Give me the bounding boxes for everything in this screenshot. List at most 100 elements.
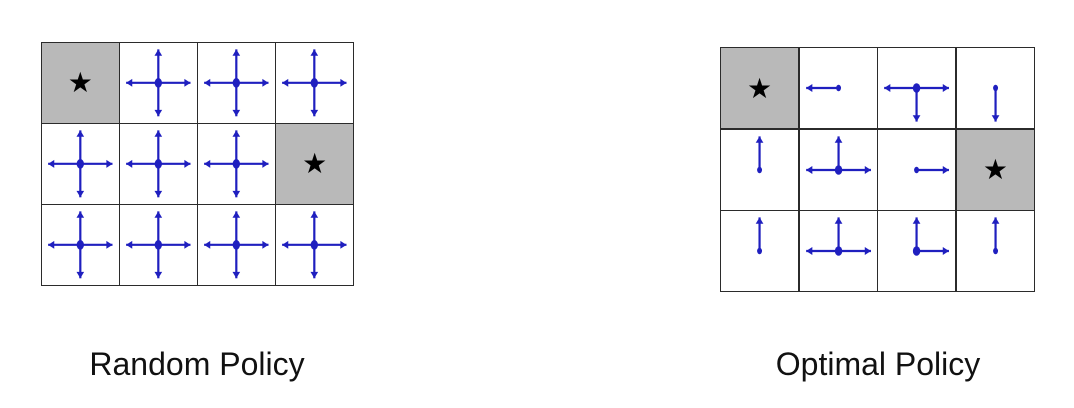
- arrow-right-icon: [237, 160, 269, 168]
- arrow-up-icon: [912, 217, 921, 251]
- arrow-left-icon: [805, 247, 838, 255]
- arrow-down-icon: [232, 83, 241, 117]
- policy-arrows: [42, 211, 113, 279]
- star-icon: ★: [67, 66, 93, 100]
- arrow-right-icon: [917, 247, 950, 255]
- policy-arrows: [805, 135, 871, 175]
- terminal-cell-r1-c3: ★: [956, 129, 1034, 210]
- state-dot: [154, 78, 163, 88]
- policy-arrows: [755, 135, 764, 173]
- arrow-up-icon: [991, 217, 1000, 251]
- arrow-right-icon: [838, 247, 871, 255]
- arrow-down-icon: [310, 83, 319, 117]
- policy-arrows: [276, 211, 353, 279]
- arrow-right-icon: [158, 160, 190, 168]
- state-dot: [232, 240, 241, 250]
- arrow-right-icon: [917, 84, 950, 92]
- arrow-down-icon: [912, 88, 921, 122]
- state-dot: [232, 159, 241, 169]
- arrow-up-icon: [154, 49, 163, 82]
- grid-cell-r0-c1: [799, 48, 877, 128]
- arrow-down-icon: [991, 88, 1000, 122]
- arrow-right-icon: [237, 78, 269, 87]
- grid-cell-r0-c3: [276, 43, 353, 123]
- arrow-left-icon: [204, 241, 236, 250]
- state-dot: [913, 83, 921, 93]
- arrow-right-icon: [80, 160, 113, 168]
- policy-arrows: [755, 217, 764, 255]
- grid-cell-r2-c2: [878, 211, 956, 291]
- state-dot: [914, 166, 920, 173]
- arrow-down-icon: [310, 245, 319, 279]
- policy-arrows: [42, 130, 113, 198]
- arrow-up-icon: [154, 211, 163, 245]
- star-icon: ★: [982, 153, 1008, 186]
- policy-arrows: [276, 43, 353, 117]
- arrow-right-icon: [917, 165, 950, 174]
- arrow-up-icon: [154, 130, 163, 164]
- policy-arrows: [198, 130, 275, 198]
- arrow-up-icon: [310, 49, 319, 82]
- terminal-cell-r0-c0: ★: [42, 43, 119, 123]
- arrow-down-icon: [154, 164, 163, 198]
- state-dot: [992, 84, 998, 92]
- grid-cell-r0-c2: [198, 43, 275, 123]
- state-dot: [76, 240, 84, 250]
- random-policy-caption: Random Policy: [89, 346, 305, 382]
- grid-cell-r1-c2: [878, 129, 956, 210]
- random-policy-grid: ★★: [41, 42, 354, 286]
- state-dot: [76, 159, 84, 169]
- arrow-down-icon: [232, 164, 241, 198]
- arrow-left-icon: [283, 78, 315, 87]
- arrow-right-icon: [838, 165, 871, 174]
- optimal-policy-caption: Optimal Policy: [775, 346, 981, 382]
- grid-cell-r1-c1: [799, 129, 877, 210]
- star-icon: ★: [747, 71, 773, 105]
- grid-cell-r2-c0: [42, 205, 119, 285]
- arrow-down-icon: [154, 245, 163, 279]
- arrow-left-icon: [805, 84, 838, 92]
- arrow-left-icon: [126, 241, 158, 250]
- arrow-right-icon: [80, 241, 113, 250]
- optimal-policy-grid: ★★: [720, 47, 1035, 292]
- arrow-left-icon: [884, 84, 916, 92]
- grid-cell-r2-c1: [120, 205, 197, 285]
- grid-cell-r2-c0: [721, 211, 799, 291]
- arrow-right-icon: [158, 78, 190, 87]
- arrow-left-icon: [204, 78, 236, 87]
- policy-arrows: [991, 217, 1000, 255]
- grid-cell-r2-c3: [956, 211, 1034, 291]
- state-dot: [835, 84, 841, 92]
- grid-cell-r2-c2: [198, 205, 275, 285]
- policy-arrows: [805, 217, 871, 256]
- arrow-right-icon: [315, 241, 347, 250]
- arrow-left-icon: [48, 241, 80, 250]
- arrow-up-icon: [76, 211, 85, 245]
- grid-cell-r0-c1: [120, 43, 197, 123]
- terminal-cell-r0-c0: ★: [721, 48, 799, 128]
- arrow-down-icon: [232, 245, 241, 279]
- policy-arrows: [126, 130, 197, 198]
- policy-arrows: [126, 211, 197, 279]
- arrow-left-icon: [48, 160, 80, 168]
- policy-arrows: [126, 43, 197, 117]
- state-dot: [913, 246, 921, 256]
- policy-arrows: [884, 83, 950, 128]
- arrow-right-icon: [315, 78, 347, 87]
- state-dot: [834, 164, 842, 175]
- arrow-down-icon: [76, 245, 85, 279]
- arrow-left-icon: [283, 241, 315, 250]
- arrow-up-icon: [834, 217, 843, 251]
- grid-cell-r0-c2: [878, 48, 956, 128]
- policy-arrows: [914, 165, 950, 174]
- grid-cell-r1-c2: [198, 124, 275, 204]
- grid-cell-r0-c3: [956, 48, 1034, 128]
- arrow-up-icon: [310, 211, 319, 245]
- state-dot: [154, 240, 163, 250]
- arrow-up-icon: [232, 130, 241, 164]
- arrow-up-icon: [755, 135, 764, 170]
- grid-cell-r2-c1: [799, 211, 877, 291]
- state-dot: [992, 247, 998, 255]
- grid-cell-r2-c3: [276, 205, 353, 285]
- state-dot: [834, 246, 842, 256]
